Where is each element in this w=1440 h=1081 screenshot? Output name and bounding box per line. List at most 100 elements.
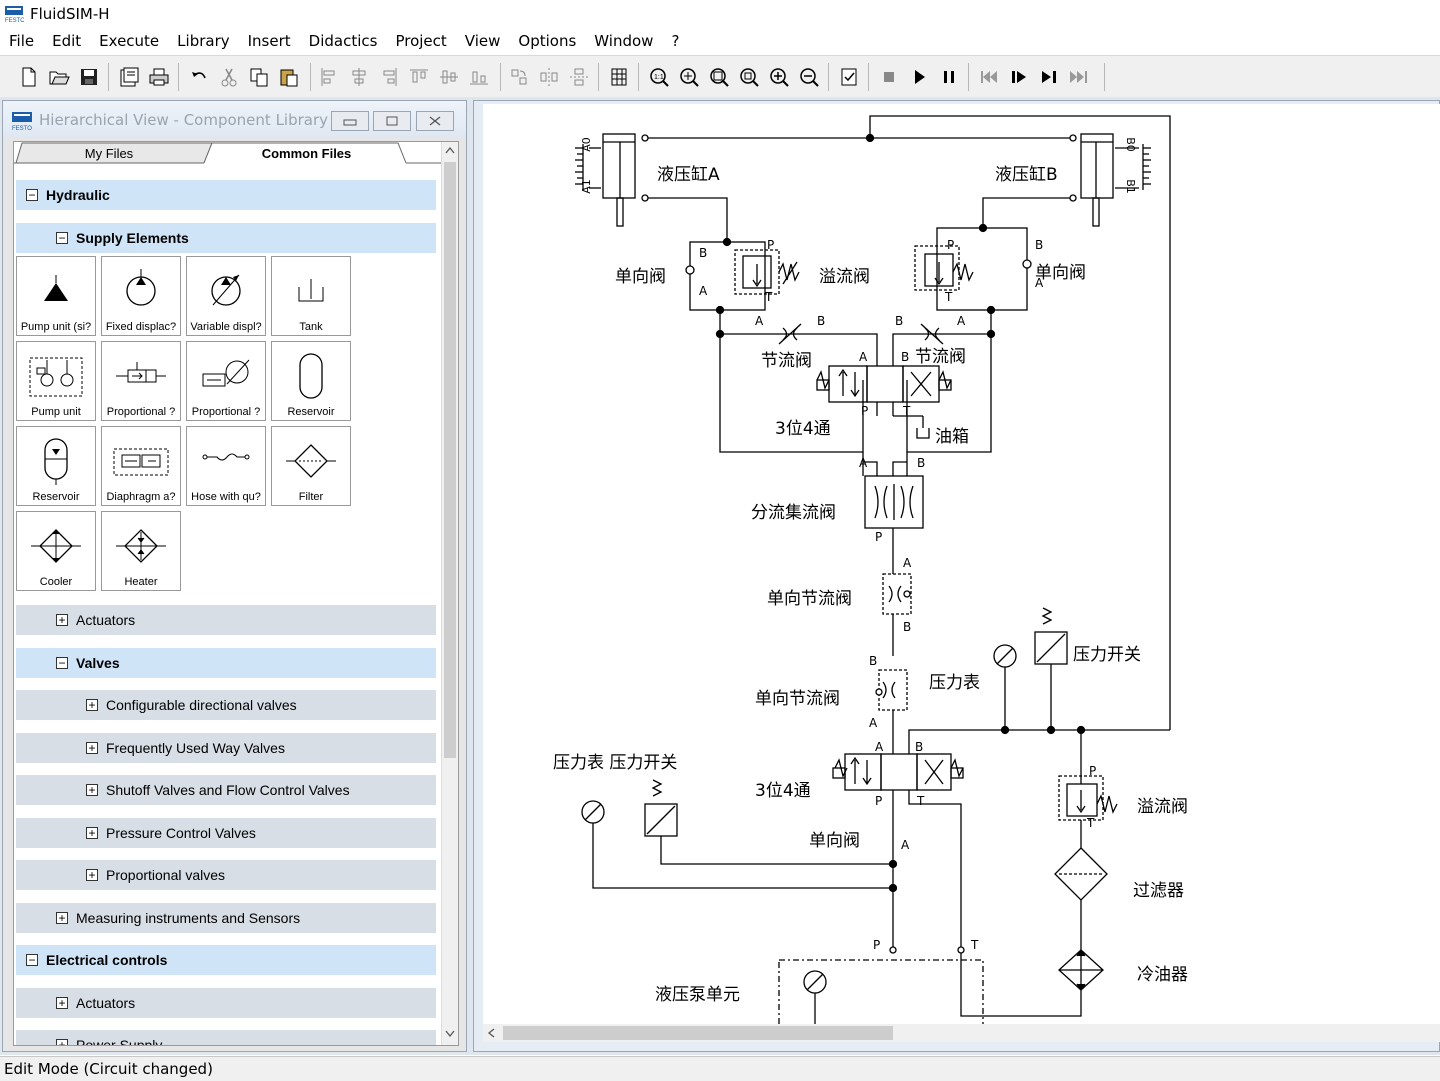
tile-diaphragm[interactable]: Diaphragm a? <box>101 426 181 506</box>
library-vertical-scrollbar[interactable] <box>441 142 458 1045</box>
cooler-symbol[interactable] <box>1058 948 1104 992</box>
tree-valves[interactable]: −Valves <box>16 648 436 678</box>
filter-symbol[interactable] <box>1054 847 1108 901</box>
throttle-valve-right[interactable] <box>920 323 944 345</box>
throttle-valve-left[interactable] <box>778 323 802 345</box>
pause-icon[interactable] <box>936 64 962 90</box>
menu-project[interactable]: Project <box>395 32 447 50</box>
library-title-bar[interactable]: FESTO Hierarchical View - Component Libr… <box>3 101 466 137</box>
tile-reservoir-2[interactable]: Reservoir <box>16 426 96 506</box>
maximize-button[interactable] <box>373 111 411 131</box>
play-icon[interactable] <box>906 64 932 90</box>
tile-reservoir-1[interactable]: Reservoir <box>271 341 351 421</box>
stop-icon[interactable] <box>876 64 902 90</box>
tree-pressure-valves[interactable]: +Pressure Control Valves <box>16 818 436 848</box>
expand-icon[interactable]: + <box>86 699 98 711</box>
paste-icon[interactable] <box>276 64 302 90</box>
tree-shutoff-valves[interactable]: +Shutoff Valves and Flow Control Valves <box>16 775 436 805</box>
tile-cooler[interactable]: Cooler <box>16 511 96 591</box>
menu-file[interactable]: File <box>9 32 35 50</box>
collapse-icon[interactable]: − <box>26 189 38 201</box>
reset-icon[interactable] <box>976 64 1002 90</box>
fast-forward-icon[interactable] <box>1066 64 1092 90</box>
tile-pump-unit[interactable]: Pump unit <box>16 341 96 421</box>
undo-icon[interactable] <box>186 64 212 90</box>
library-scroll-thumb[interactable] <box>444 162 456 758</box>
tree-actuators[interactable]: +Actuators <box>16 605 436 635</box>
tree-hydraulic[interactable]: −Hydraulic <box>16 180 436 210</box>
flip-vertical-icon[interactable] <box>566 64 592 90</box>
print-icon[interactable] <box>146 64 172 90</box>
check-valve-left[interactable] <box>685 237 766 315</box>
expand-icon[interactable]: + <box>86 869 98 881</box>
check-throttle-valve-2[interactable] <box>875 669 908 711</box>
open-folder-icon[interactable] <box>46 64 72 90</box>
tree-electrical-actuators[interactable]: +Actuators <box>16 988 436 1018</box>
close-button[interactable] <box>416 111 454 131</box>
align-top-icon[interactable] <box>406 64 432 90</box>
tile-variable-displacement-pump[interactable]: Variable displ? <box>186 256 266 336</box>
scroll-left-icon[interactable] <box>487 1028 495 1038</box>
cut-icon[interactable] <box>216 64 242 90</box>
expand-icon[interactable]: + <box>56 912 68 924</box>
save-icon[interactable] <box>76 64 102 90</box>
menu-view[interactable]: View <box>464 32 501 50</box>
tile-proportional-1[interactable]: Proportional ? <box>101 341 181 421</box>
circuit-horizontal-scrollbar[interactable] <box>483 1024 1440 1042</box>
menu-execute[interactable]: Execute <box>99 32 160 50</box>
step-forward-icon[interactable] <box>1036 64 1062 90</box>
tree-electrical[interactable]: −Electrical controls <box>16 945 436 975</box>
tab-my-files[interactable]: My Files <box>84 145 134 161</box>
zoom-all-icon[interactable] <box>706 64 732 90</box>
pressure-switch-right[interactable] <box>1034 607 1068 730</box>
zoom-in-icon[interactable] <box>766 64 792 90</box>
collapse-icon[interactable]: − <box>56 657 68 669</box>
check-icon[interactable] <box>836 64 862 90</box>
directional-valve-main[interactable] <box>832 753 964 791</box>
expand-icon[interactable]: + <box>56 614 68 626</box>
align-center-icon[interactable] <box>346 64 372 90</box>
step-icon[interactable] <box>1006 64 1032 90</box>
grid-icon[interactable] <box>606 64 632 90</box>
pump-unit[interactable] <box>778 959 984 1024</box>
zoom-window-icon[interactable] <box>676 64 702 90</box>
cylinder-b[interactable] <box>1069 133 1151 227</box>
collapse-icon[interactable]: − <box>26 954 38 966</box>
pressure-gauge-left[interactable] <box>581 800 893 889</box>
copy-icon[interactable] <box>246 64 272 90</box>
menu-options[interactable]: Options <box>518 32 577 50</box>
tree-way-valves[interactable]: +Frequently Used Way Valves <box>16 733 436 763</box>
menu-help[interactable]: ? <box>671 32 680 50</box>
menu-library[interactable]: Library <box>177 32 230 50</box>
tile-proportional-2[interactable]: Proportional ? <box>186 341 266 421</box>
tile-heater[interactable]: Heater <box>101 511 181 591</box>
scroll-up-icon[interactable] <box>445 146 455 154</box>
expand-icon[interactable]: + <box>86 827 98 839</box>
circuit-diagram[interactable] <box>483 104 1440 1024</box>
tree-configurable-valves[interactable]: +Configurable directional valves <box>16 690 436 720</box>
pressure-switch-left[interactable] <box>644 779 893 865</box>
zoom-fit-icon[interactable]: 1:1 <box>646 64 672 90</box>
pressure-gauge-right[interactable] <box>993 644 1017 730</box>
directional-valve-top[interactable] <box>816 365 952 428</box>
relief-valve-left[interactable] <box>734 249 800 295</box>
collapse-icon[interactable]: − <box>56 232 68 244</box>
tree-power-supply[interactable]: +Power Supply <box>16 1030 436 1045</box>
new-file-icon[interactable] <box>16 64 42 90</box>
align-middle-icon[interactable] <box>436 64 462 90</box>
print-preview-icon[interactable] <box>116 64 142 90</box>
align-left-icon[interactable] <box>316 64 342 90</box>
check-throttle-valve-1[interactable] <box>882 573 912 615</box>
tab-common-files[interactable]: Common Files <box>261 145 352 161</box>
relief-valve-right[interactable] <box>914 245 974 291</box>
tile-filter[interactable]: Filter <box>271 426 351 506</box>
rotate-icon[interactable] <box>506 64 532 90</box>
zoom-out-icon[interactable] <box>796 64 822 90</box>
flip-horizontal-icon[interactable] <box>536 64 562 90</box>
cylinder-a[interactable] <box>575 133 649 227</box>
align-right-icon[interactable] <box>376 64 402 90</box>
zoom-previous-icon[interactable] <box>736 64 762 90</box>
menu-insert[interactable]: Insert <box>247 32 291 50</box>
tile-hose-quick-coupling[interactable]: Hose with qu? <box>186 426 266 506</box>
scroll-down-icon[interactable] <box>445 1030 455 1038</box>
